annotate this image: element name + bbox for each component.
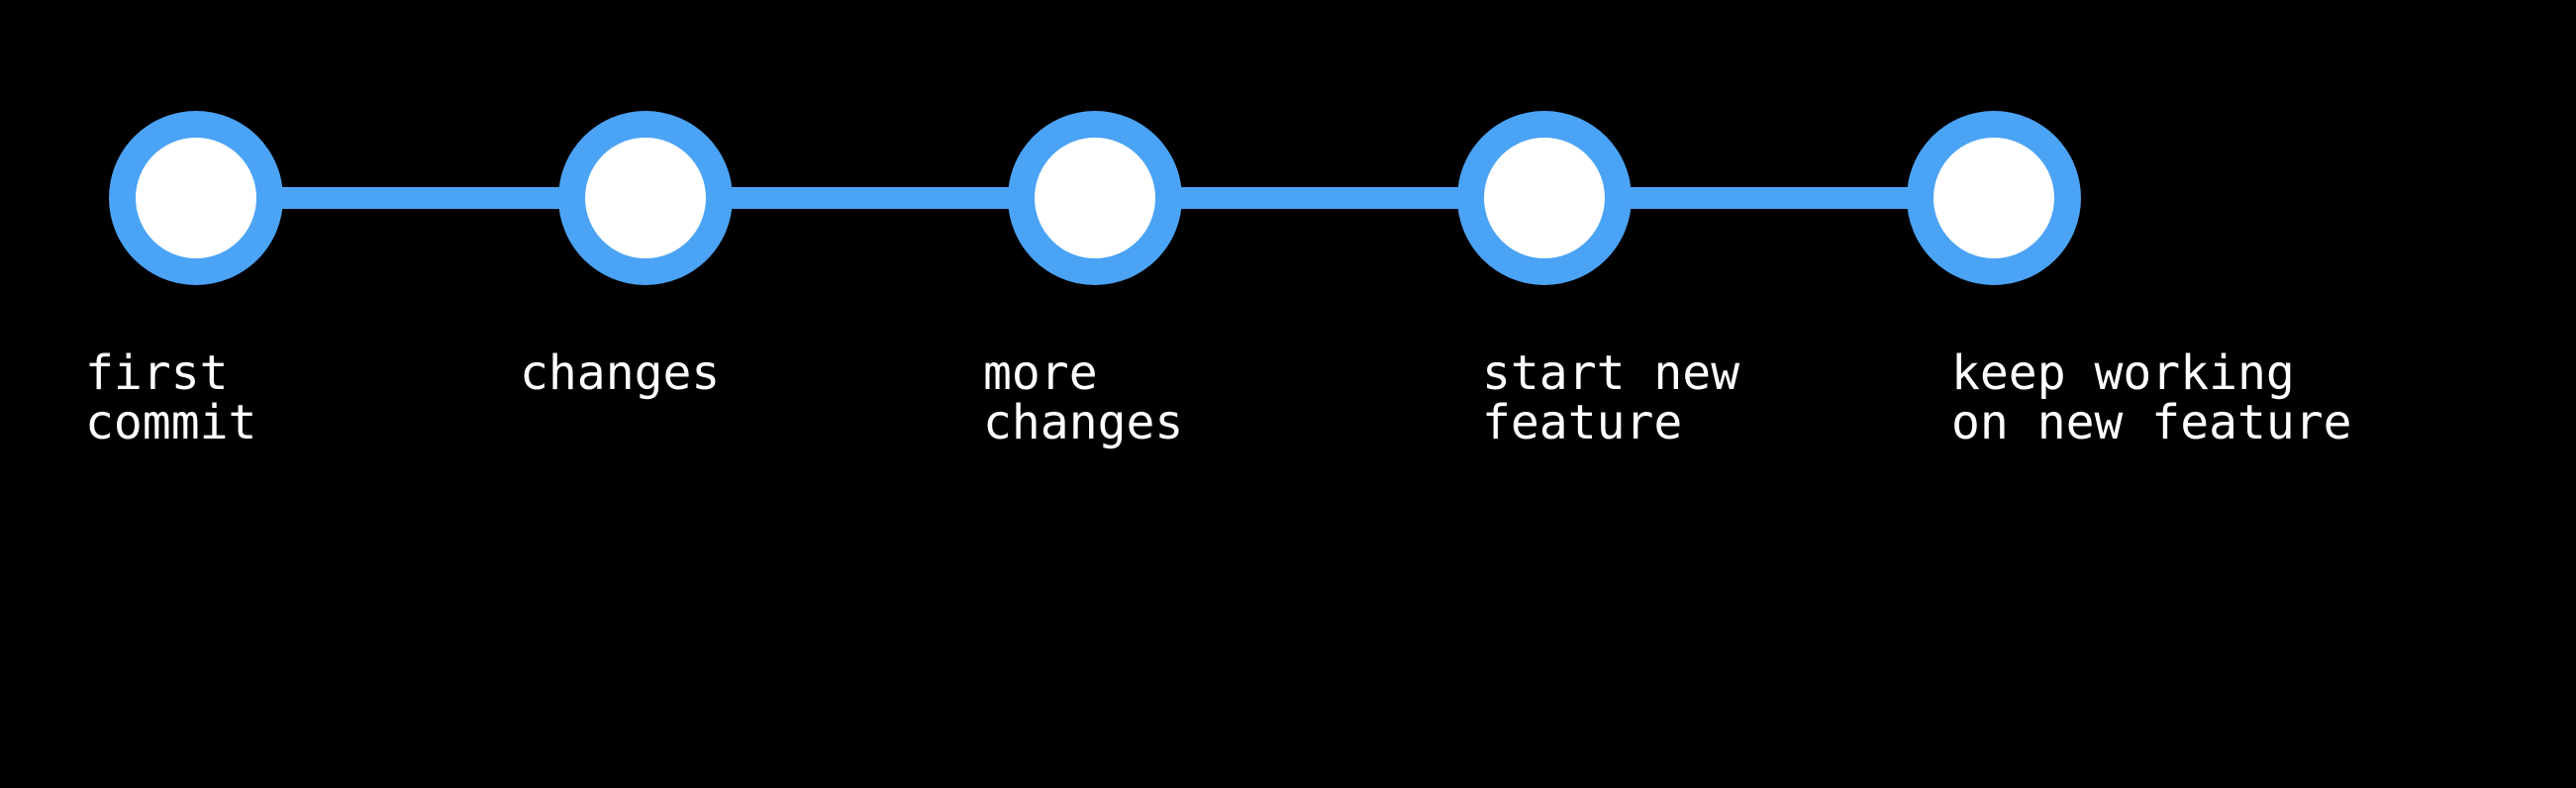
commit-node[interactable] — [558, 111, 733, 285]
commit-node-core — [136, 138, 256, 258]
commit-label-line: keep working — [1951, 345, 2295, 401]
commit-label-line: changes — [983, 395, 1184, 450]
commit-label-line: more — [983, 345, 1098, 401]
commit-node[interactable] — [1457, 111, 1632, 285]
commit-label-line: start new — [1482, 345, 1740, 401]
commit-label-line: changes — [520, 345, 721, 401]
commit-label: changes — [520, 348, 720, 398]
commit-label-line: on new feature — [1951, 395, 2352, 450]
commit-label-line: commit — [85, 395, 257, 450]
commit-node[interactable] — [1008, 111, 1182, 285]
commit-node[interactable] — [109, 111, 283, 285]
commit-label-line: first — [85, 345, 229, 401]
commit-node[interactable] — [1907, 111, 2081, 285]
commit-node-core — [1933, 138, 2054, 258]
nodes-layer — [109, 111, 2081, 285]
commit-label-line: feature — [1482, 395, 1683, 450]
commit-node-core — [1035, 138, 1155, 258]
commit-node-core — [1484, 138, 1605, 258]
commit-node-core — [585, 138, 706, 258]
